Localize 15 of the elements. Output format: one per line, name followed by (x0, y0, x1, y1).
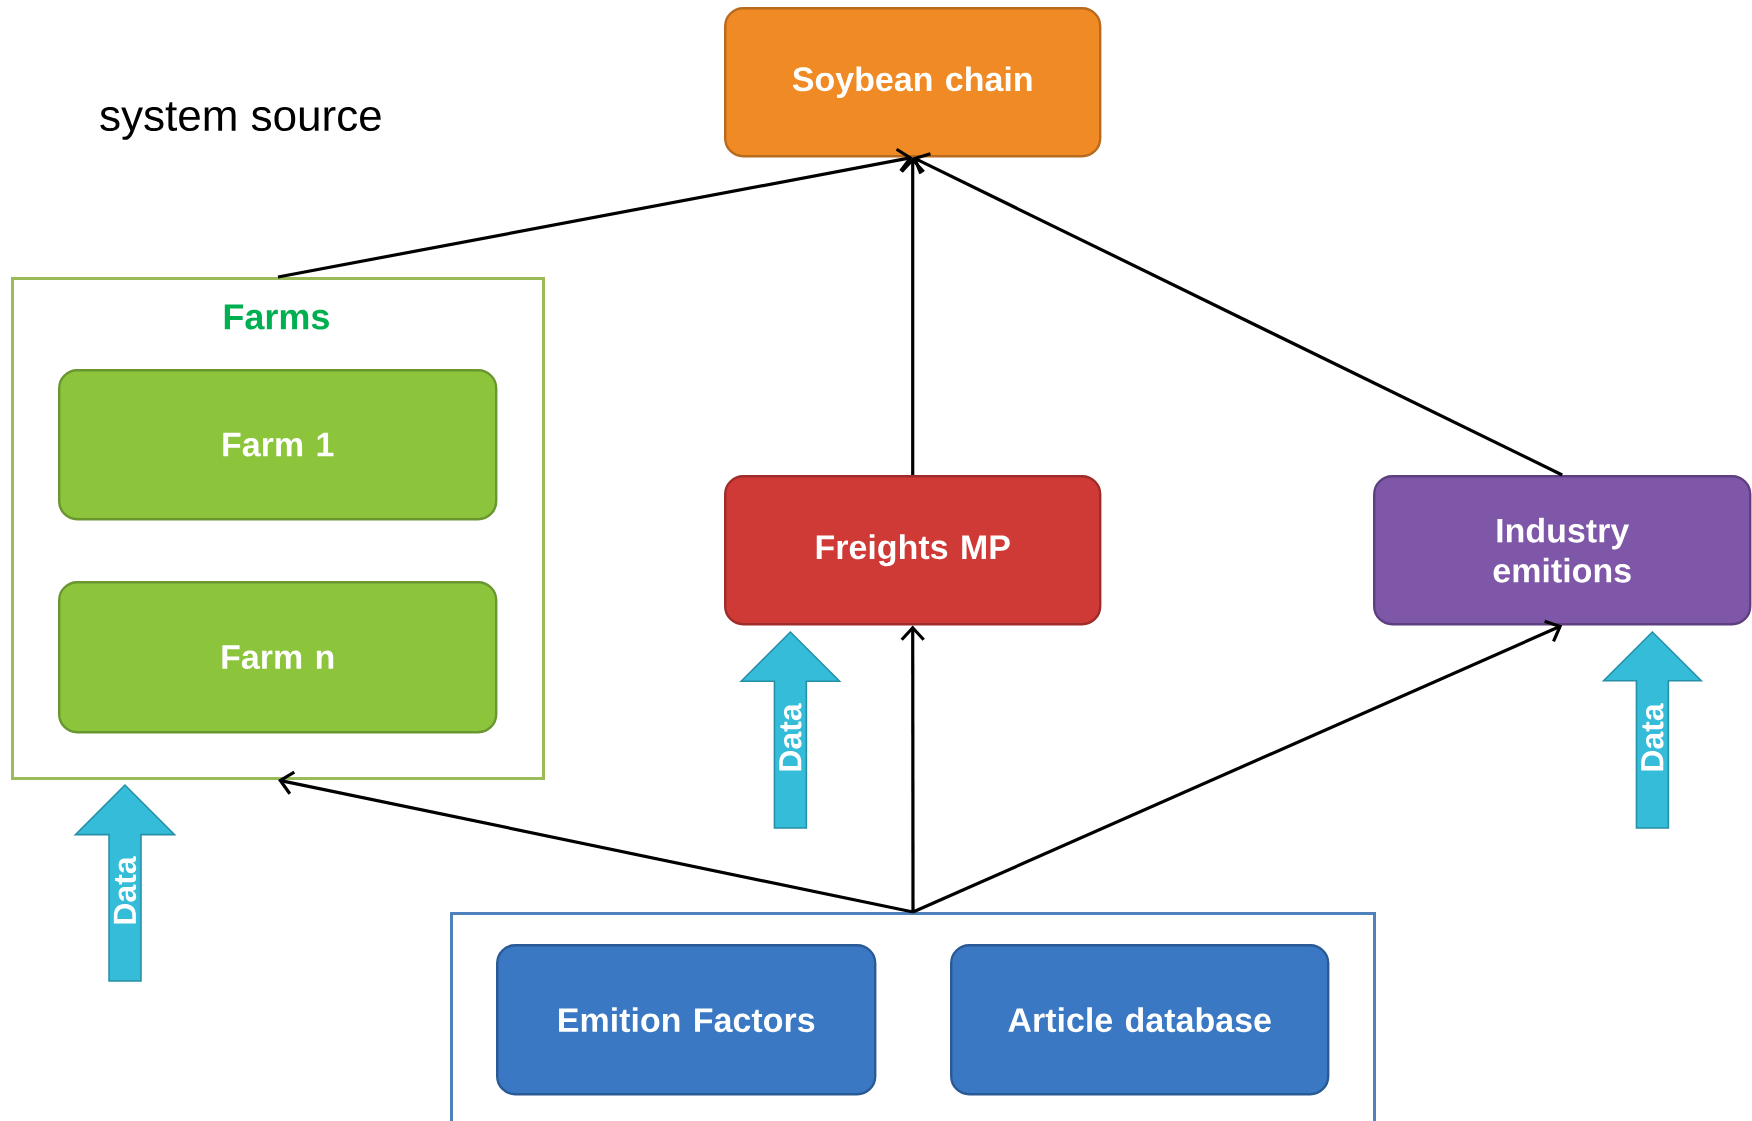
arrow (912, 152, 1563, 477)
arrow (900, 625, 925, 912)
process-box: Freights MP (724, 475, 1102, 626)
arrow (277, 147, 913, 279)
process-box: Emition Factors (496, 944, 877, 1096)
process-box: Soybean chain (724, 7, 1102, 158)
process-box: Farm n (58, 581, 498, 734)
process-box: Article database (950, 944, 1330, 1096)
group-box (450, 912, 1376, 1121)
caption-text: system source (100, 102, 381, 140)
process-box: Farm 1 (58, 369, 498, 521)
process-box: Industry emitions (1373, 475, 1752, 626)
arrow (912, 619, 1563, 914)
arrow (900, 157, 925, 475)
arrow (278, 770, 914, 914)
